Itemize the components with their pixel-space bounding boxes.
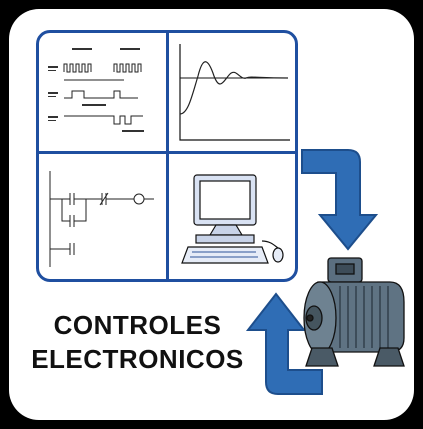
ladder-logic-icon (42, 157, 162, 279)
arrow-down-right-icon (301, 149, 379, 251)
control-panel-grid (36, 30, 298, 282)
arrow-up-left-icon (245, 292, 323, 395)
title-block: CONTROLES ELECTRONICOS (30, 308, 245, 376)
timing-diagram-icon (42, 36, 162, 148)
grid-divider-vertical (166, 33, 169, 279)
title-line-2: ELECTRONICOS (31, 344, 244, 374)
title-line-1: CONTROLES (53, 310, 222, 340)
step-response-graph-icon (170, 36, 295, 148)
electric-motor-icon (303, 257, 405, 367)
grid-divider-horizontal (39, 151, 295, 154)
computer-icon (170, 157, 295, 279)
